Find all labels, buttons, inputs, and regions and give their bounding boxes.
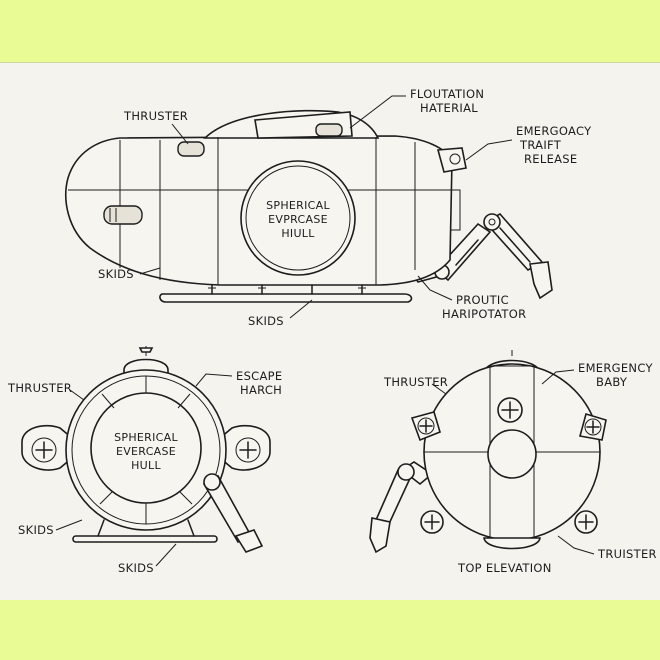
side-skids-label-left: SKIDS [98,267,134,281]
top-thruster-5 [574,510,598,534]
side-skids-label-bottom: SKIDS [248,314,284,328]
top-color-band [0,0,660,62]
top-emergency-label-2: BABY [596,375,628,389]
front-hull-label-1: SPHERICAL [114,431,178,444]
side-manipulator-label-1: PROUTIC [456,293,509,307]
top-view: THRUSTER EMERGENCY BABY TRUISTER TOP ELE… [369,350,657,575]
side-manipulator-label-2: HARIPOTATOR [442,307,526,321]
side-thruster-label: THRUSTER [123,109,188,123]
top-thruster-4 [420,510,444,534]
front-skid-rail [72,535,218,543]
front-manipulator-arm [202,473,264,553]
side-spherical-hull [240,160,356,276]
emergency-release-bracket [436,147,467,173]
side-hull-label-1: SPHERICAL [266,199,330,212]
front-skids-label-bottom: SKIDS [118,561,154,575]
bottom-color-band [0,600,660,660]
top-thruster-3 [578,412,607,441]
front-escape-label-1: ESCAPE [236,369,282,383]
front-thruster-right [219,424,271,471]
top-elevation-caption: TOP ELEVATION [457,561,552,575]
side-emergency-label-3: RELEASE [524,152,577,166]
side-emergency-label-2: TRAIFT [519,138,562,152]
top-emergency-label-1: EMERGENCY [578,361,653,375]
front-thruster-label: THRUSTER [7,381,72,395]
top-truister-label: TRUISTER [597,547,657,561]
top-thruster-1 [497,397,523,423]
front-thruster-left [21,424,73,471]
front-hull-label-2: EVERCASE [116,445,176,458]
top-thruster-label: THRUSTER [383,375,448,389]
side-floatation-label-2: HATERIAL [420,101,478,115]
side-skid-rail [159,293,413,303]
top-center-hatch [487,429,537,479]
side-emergency-label-1: EMERGOACY [516,124,592,138]
top-thruster-2 [410,411,441,442]
top-manipulator-arm [369,461,434,554]
front-escape-label-2: HARCH [240,383,282,397]
front-skids-label-left: SKIDS [18,523,54,537]
side-floatation-label-1: FLOUTATION [410,87,484,101]
side-hull-label-2: EVPRCASE [268,213,328,226]
side-view: SPHERICAL EVPRCASE HIULL THRUSTER FLOUTA… [65,87,592,328]
front-view: SPHERICAL EVERCASE HULL THRUSTER ESCAPE … [7,346,282,575]
side-hull-label-3: HIULL [281,227,315,240]
front-hull-label-3: HULL [131,459,161,472]
side-thruster-pod [177,141,205,157]
